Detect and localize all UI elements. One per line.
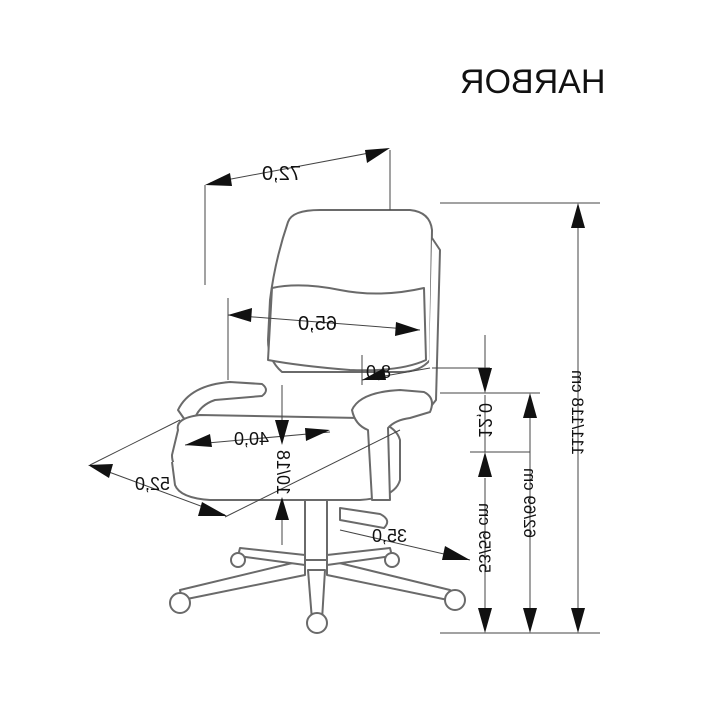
gas-lift (304, 499, 328, 561)
chair-drawing (169, 209, 466, 634)
dim-seat-height: 53/59 cm (475, 503, 494, 573)
wheel (306, 612, 328, 634)
dim-seat-depth: 52,0 (135, 474, 170, 494)
seat-base (171, 461, 401, 501)
dimension-lines (88, 148, 600, 634)
dim-armrest-height: 12,0 (475, 403, 495, 438)
left-armrest (177, 381, 267, 421)
dim-total-width: 72,0 (262, 163, 301, 185)
wheel (384, 552, 400, 568)
wheel (230, 552, 246, 568)
dim-back-depth: 8,0 (366, 362, 391, 382)
dim-base-radius: 35,0 (372, 526, 407, 546)
wheel (444, 589, 466, 611)
dim-back-width: 65,0 (298, 313, 337, 335)
right-armrest (351, 389, 433, 501)
dim-total-height: 111/118 cm (568, 370, 587, 455)
dim-seat-adjust: 10/18 (273, 450, 293, 495)
product-title: HARBOR (460, 63, 605, 101)
dim-armrest-total-height: 62/69 cm (520, 468, 539, 538)
dim-seat-width: 40,0 (234, 429, 269, 449)
wheel (169, 592, 191, 614)
